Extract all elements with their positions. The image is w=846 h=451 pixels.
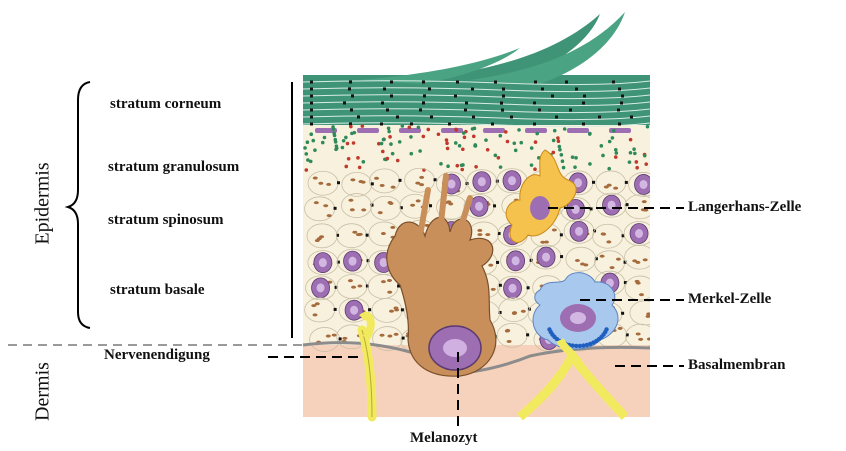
label-stratum-granulosum: stratum granulosum — [108, 159, 239, 176]
label-langerhans-zelle: Langerhans-Zelle — [688, 199, 801, 216]
label-merkel-zelle: Merkel-Zelle — [688, 291, 771, 308]
label-dermis: Dermis — [32, 357, 55, 427]
label-nervenendigung: Nervenendigung — [104, 347, 210, 364]
label-basalmembran: Basalmembran — [688, 357, 786, 374]
merkel-cell — [533, 273, 618, 349]
label-stratum-corneum: stratum corneum — [110, 96, 221, 113]
label-melanozyt: Melanozyt — [410, 430, 477, 447]
epidermis-brace — [68, 82, 90, 328]
label-stratum-spinosum: stratum spinosum — [108, 212, 223, 229]
label-epidermis: Epidermis — [32, 159, 55, 249]
label-stratum-basale: stratum basale — [110, 282, 205, 299]
